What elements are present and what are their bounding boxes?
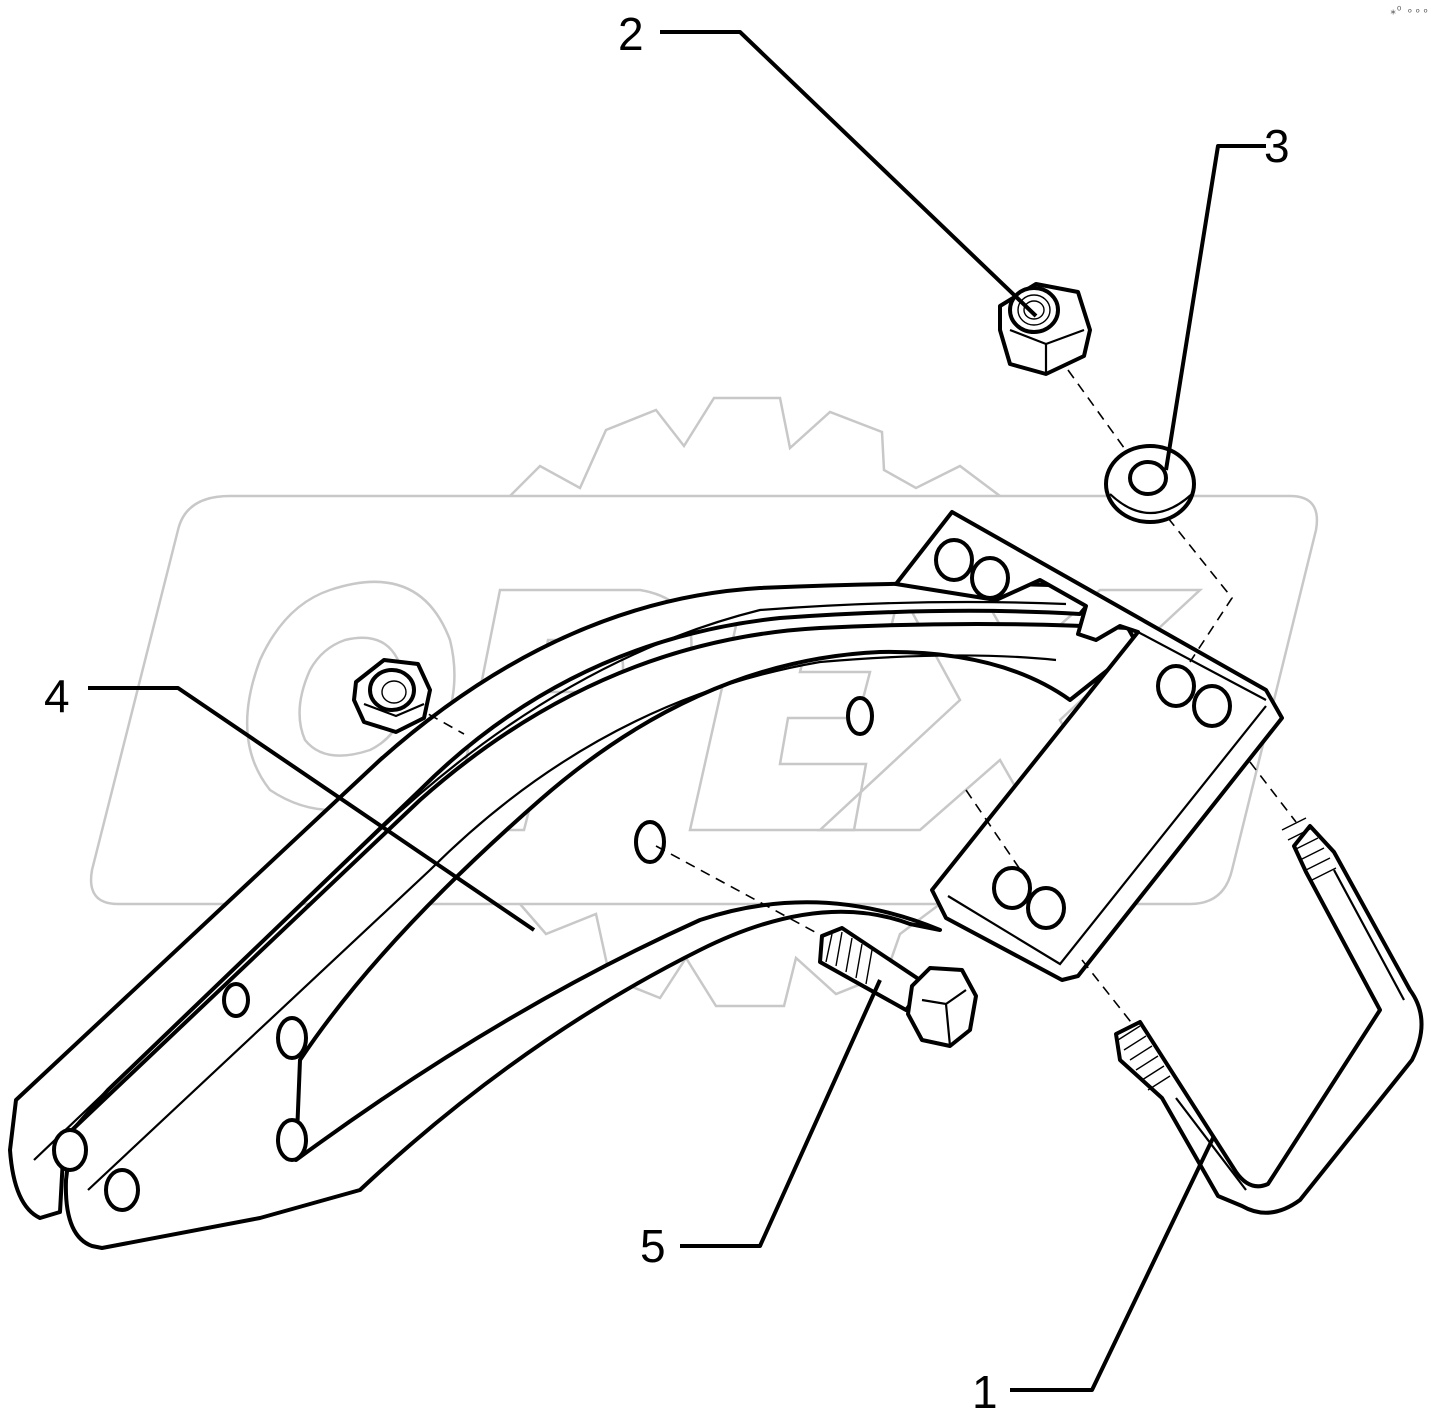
callout-labels: 2 3 4 5 1 [44, 8, 1290, 1418]
leader-3 [1164, 144, 1266, 471]
callout-3-label: 3 [1264, 120, 1290, 172]
leader-5 [680, 979, 882, 1248]
part-2-flange-nut [998, 282, 1092, 376]
leader-1 [1010, 1135, 1216, 1392]
callout-5-label: 5 [640, 1220, 666, 1272]
part-5-hex-bolt [818, 926, 978, 1048]
leader-lines [88, 30, 1266, 1392]
leader-4 [88, 686, 536, 932]
bracket-hole [222, 982, 250, 1018]
hex-nut-left [352, 658, 432, 734]
corner-mark: ⁎⁰ ∘∘∘ [1390, 5, 1430, 17]
bracket-hole [276, 1118, 308, 1162]
callout-1-label: 1 [972, 1366, 998, 1418]
clamp-plate [894, 510, 1284, 982]
bracket-hole [104, 1168, 140, 1212]
bracket-hole [634, 820, 666, 864]
callout-4-label: 4 [44, 670, 70, 722]
part-3-washer [1104, 444, 1196, 524]
callout-2-label: 2 [618, 8, 644, 60]
bracket-hole [276, 1016, 308, 1060]
leader-2 [660, 30, 1038, 318]
part-1-u-bolt [1114, 817, 1424, 1215]
bracket-hole [846, 696, 874, 736]
bracket-hole [52, 1128, 88, 1172]
